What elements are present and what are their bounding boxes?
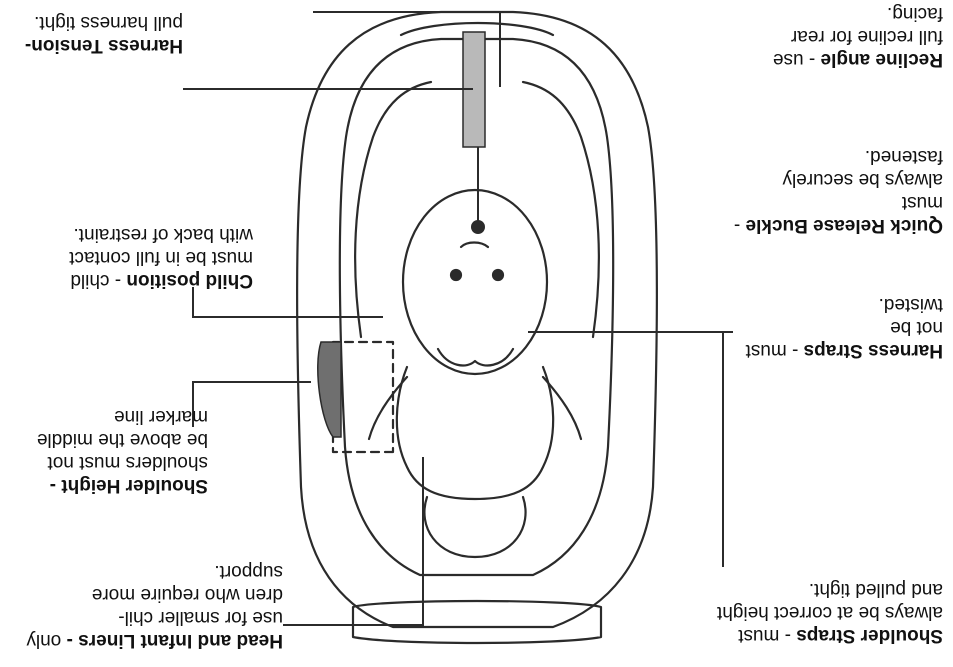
harness-tension-text: pull harness tight.: [34, 12, 183, 33]
label-harness-straps: Harness Straps - must not be twisted.: [733, 293, 943, 362]
infant-eye-left: [493, 270, 503, 280]
headrest-left-wing: [523, 82, 599, 337]
infant-mouth: [461, 243, 488, 248]
headrest-right-wing: [355, 82, 431, 337]
leader-shoulder-height: [193, 382, 311, 427]
label-head-liners: Head and Infant Liners - only use for sm…: [8, 560, 283, 652]
shoulder-height-title: Shoulder Height -: [50, 475, 208, 496]
shoulder-straps-title: Shoulder Straps: [796, 625, 943, 646]
infant-hair: [438, 349, 513, 365]
quick-release-title: Quick Release Buckle: [746, 215, 944, 236]
head-liners-title: Head and Infant Liners -: [67, 630, 283, 651]
infant-legs: [424, 497, 525, 557]
harness-tension-title: Harness Tension-: [25, 35, 183, 56]
label-shoulder-height: Shoulder Height - shoulders must not be …: [8, 405, 208, 497]
label-shoulder-straps: Shoulder Straps - must always be at corr…: [693, 578, 943, 647]
infant-head: [403, 190, 547, 374]
label-recline: Recline angle - use full recline for rea…: [733, 2, 943, 71]
leader-shoulder-straps: [533, 332, 723, 567]
infant-body: [397, 367, 553, 499]
leader-head-liners: [283, 457, 423, 625]
label-child-position: Child position - child must be in full c…: [8, 223, 253, 292]
infant-eye-right: [451, 270, 461, 280]
marker-line-fill: [318, 342, 341, 437]
shoulder-height-text: shoulders must not be above the middle m…: [37, 406, 208, 473]
child-position-title: Child position: [126, 270, 253, 291]
label-harness-tension: Harness Tension- pull harness tight.: [8, 11, 183, 57]
harness-straps-title: Harness Straps: [804, 340, 943, 361]
label-quick-release: Quick Release Buckle - must always be se…: [733, 145, 943, 237]
recline-title: Recline angle: [821, 49, 944, 70]
